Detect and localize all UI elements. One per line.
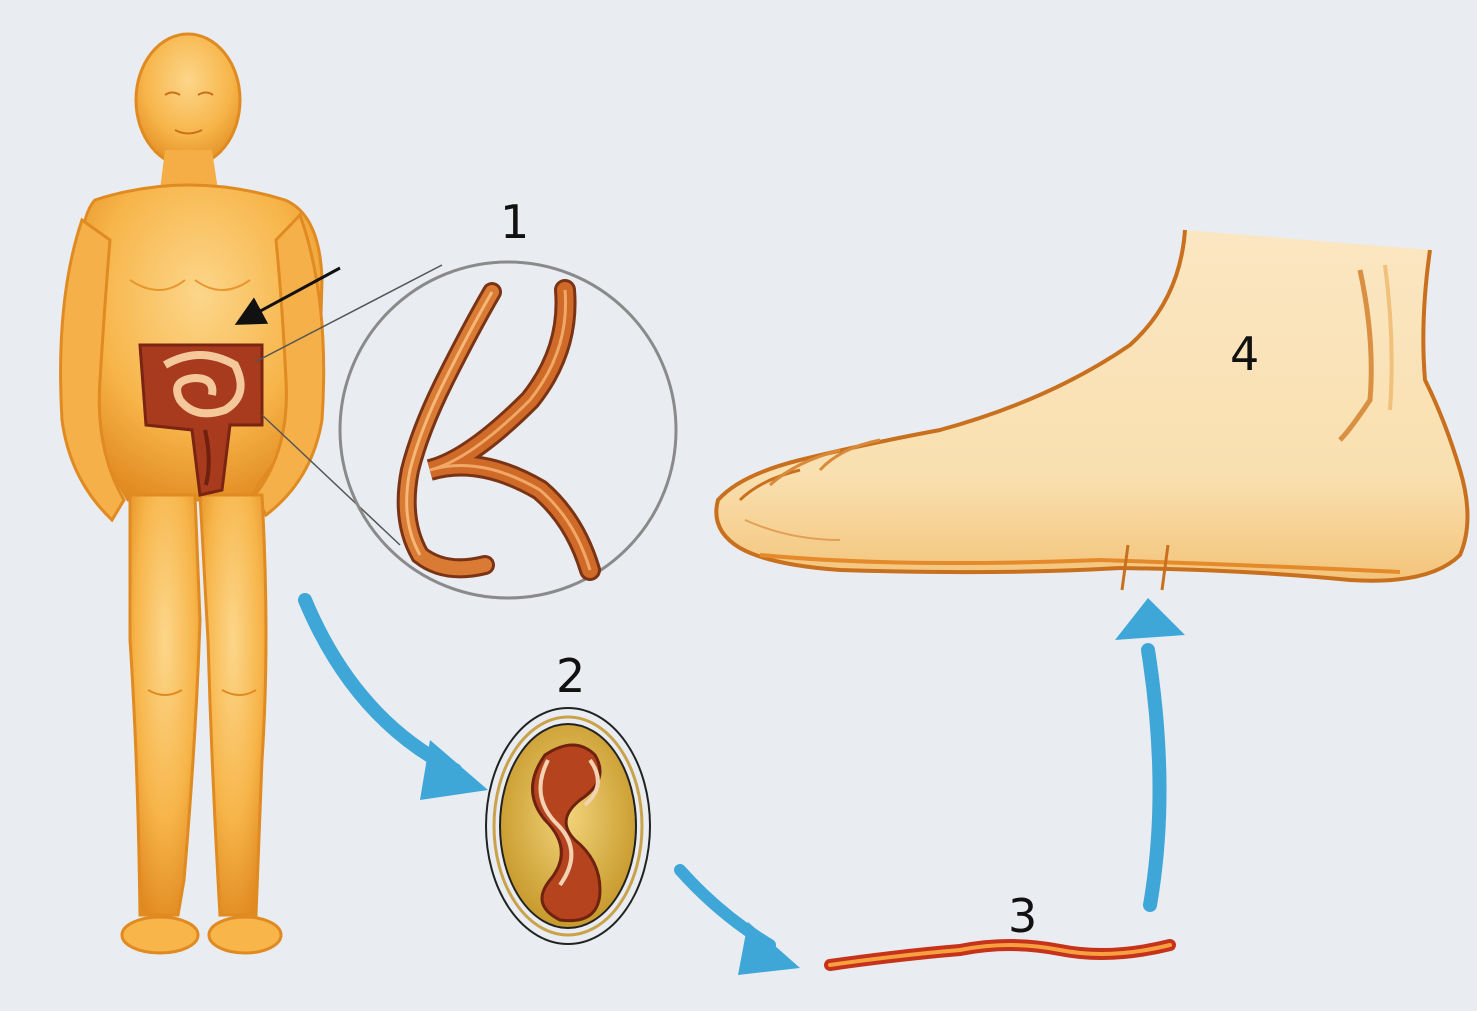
label-adult-worms: 1 bbox=[500, 195, 529, 249]
arrow-egg-to-larva-head bbox=[738, 922, 800, 975]
arrow-larva-to-foot-head bbox=[1115, 598, 1185, 640]
arrow-human-to-egg-head bbox=[420, 740, 488, 800]
label-foot: 4 bbox=[1230, 327, 1259, 381]
label-egg: 2 bbox=[556, 649, 585, 703]
egg bbox=[486, 708, 650, 944]
larva bbox=[830, 945, 1170, 965]
foot bbox=[716, 230, 1467, 590]
arrow-larva-to-foot bbox=[1148, 650, 1160, 905]
human-figure bbox=[61, 34, 324, 953]
cycle-arrows bbox=[305, 598, 1185, 975]
label-larva: 3 bbox=[1008, 889, 1037, 943]
adult-worms-magnified bbox=[340, 262, 676, 598]
